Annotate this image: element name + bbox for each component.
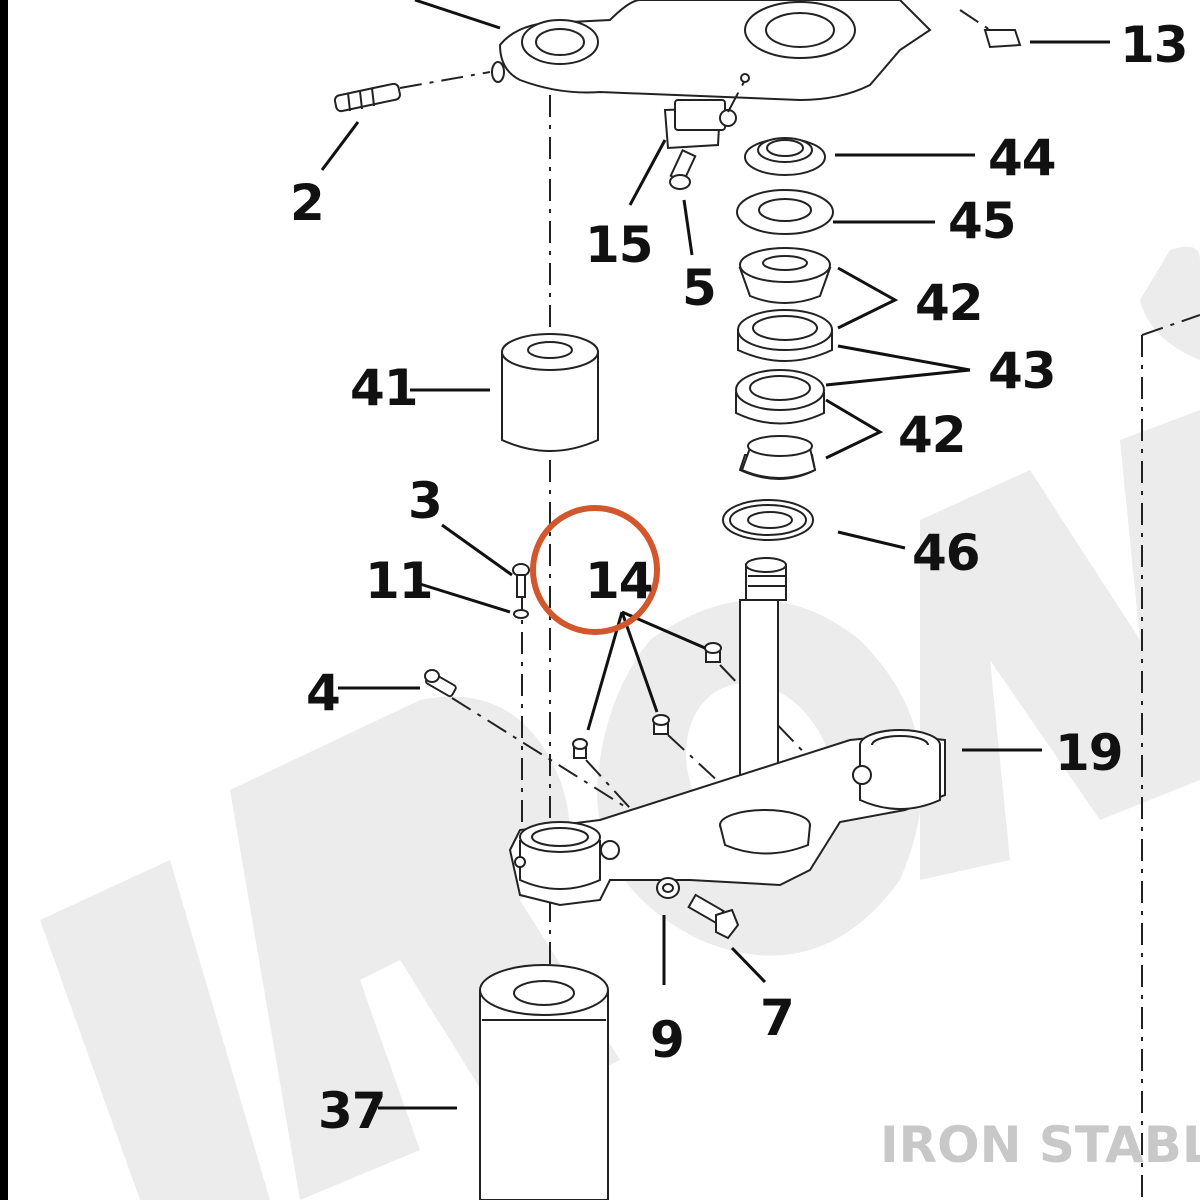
part-3-screw	[512, 563, 530, 598]
part-11-washer	[513, 609, 529, 619]
part-7-bolt	[687, 893, 740, 940]
part-43-race-upper	[737, 309, 833, 362]
part-43-race-lower	[735, 369, 825, 425]
part-13-clip	[959, 9, 1022, 49]
label-2: 2	[290, 174, 324, 232]
label-7: 7	[760, 989, 794, 1047]
label-11: 11	[365, 552, 433, 610]
label-42-lower: 42	[898, 406, 966, 464]
part-5-screw	[669, 149, 697, 190]
part-42-bearing-upper	[738, 247, 832, 304]
label-4: 4	[306, 664, 340, 722]
part-44-nut	[744, 137, 826, 176]
part-37-fork-tube	[479, 964, 609, 1200]
label-44: 44	[988, 129, 1056, 187]
label-19: 19	[1055, 724, 1123, 782]
frame-outline	[1141, 314, 1200, 1200]
left-border	[0, 0, 8, 1200]
upper-triple-clamp	[491, 0, 932, 102]
label-37: 37	[318, 1082, 386, 1140]
label-3: 3	[408, 472, 442, 530]
label-41: 41	[350, 359, 418, 417]
part-46-seal	[722, 499, 814, 541]
label-15: 15	[585, 216, 653, 274]
part-labels: 13 2 15 5 44 45 42 43 42 41 3 11 14 46 4…	[290, 16, 1189, 1140]
label-43: 43	[988, 342, 1056, 400]
label-5: 5	[682, 259, 716, 317]
label-46: 46	[912, 524, 980, 582]
label-9: 9	[650, 1011, 684, 1069]
part-41-spacer	[501, 333, 599, 452]
part-9-washer	[656, 877, 680, 899]
lower-triple-clamp	[508, 729, 946, 907]
label-42-upper: 42	[915, 274, 983, 332]
highlight-circle-part-14	[530, 505, 660, 635]
part-45-washer	[736, 189, 834, 235]
part-42-bearing-lower	[738, 435, 817, 480]
part-15-bracket	[663, 79, 746, 150]
label-45: 45	[948, 192, 1016, 250]
brand-logo-text: IRON STABLE	[880, 1116, 1200, 1174]
part-2-stud	[333, 71, 491, 113]
label-13: 13	[1120, 16, 1188, 74]
label-14: 14	[585, 552, 653, 610]
